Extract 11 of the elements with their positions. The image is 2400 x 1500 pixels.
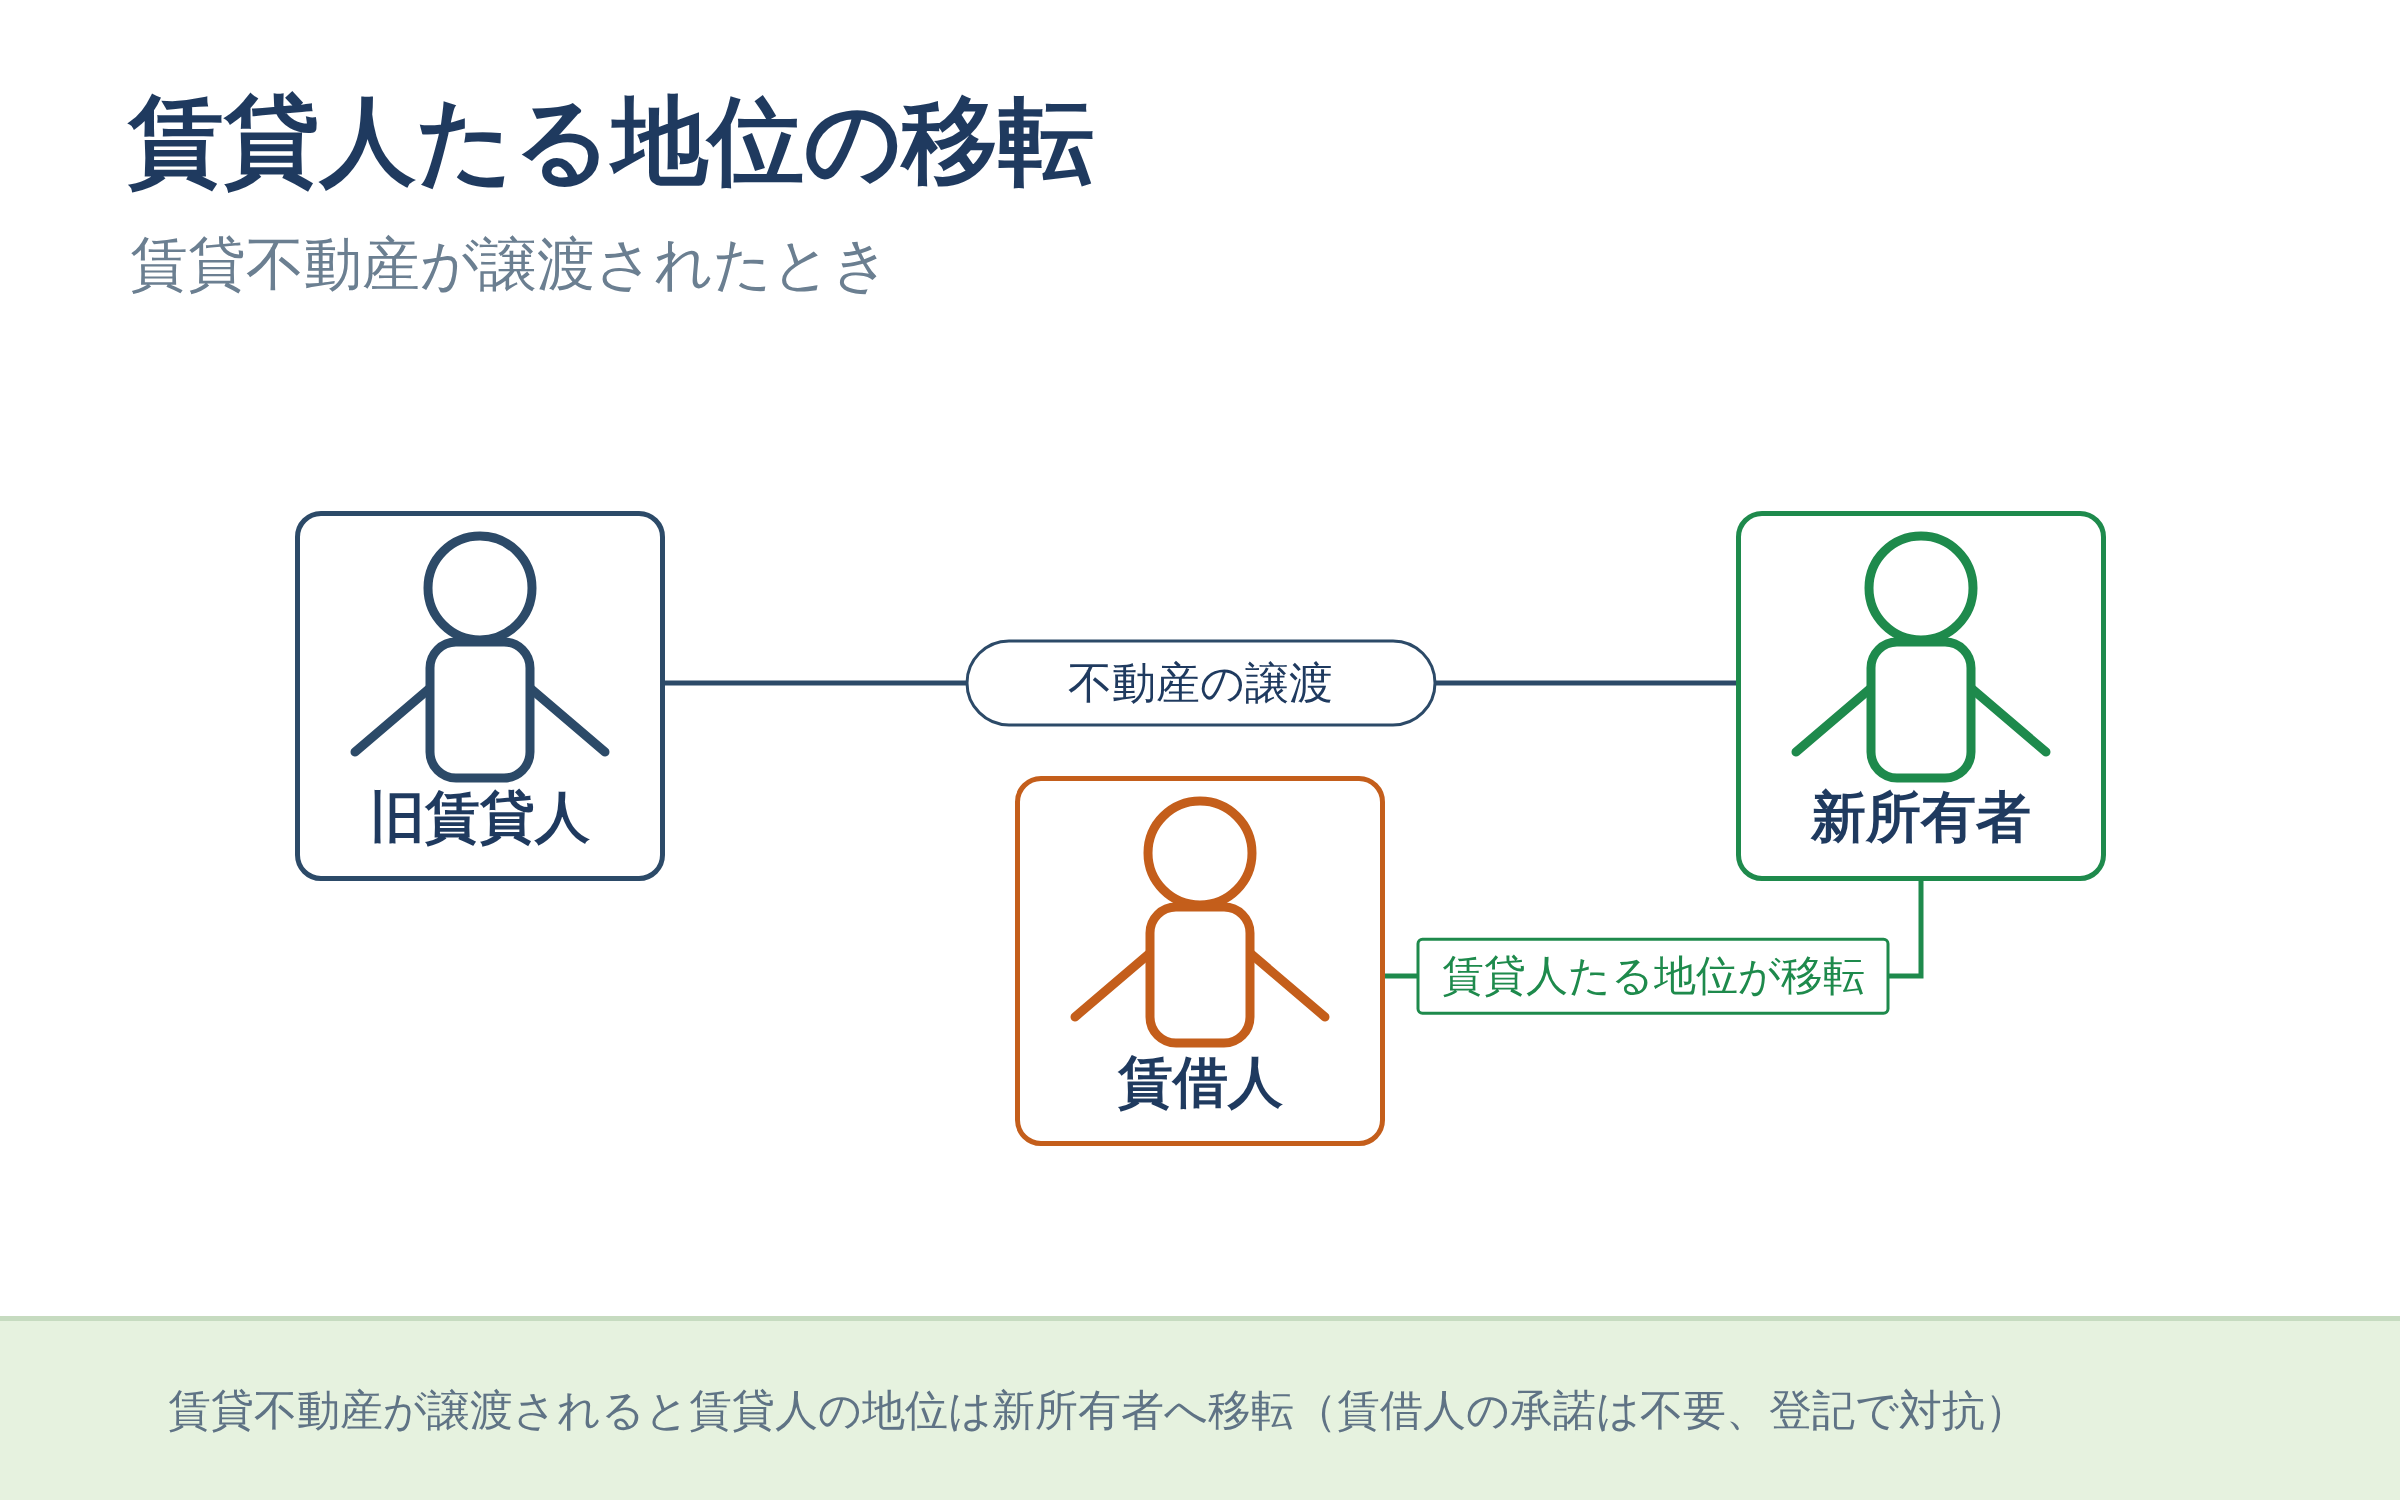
role-label: 旧賃貸人 [370, 786, 590, 850]
person-card [1736, 511, 2106, 881]
role-label: 新所有者 [1811, 786, 2031, 850]
person-card [1015, 776, 1385, 1146]
role-label: 賃借人 [1117, 1051, 1283, 1115]
title: 賃貸人たる地位の移転 [128, 86, 1094, 197]
edge-label: 賃貸人たる地位が移転 [1416, 937, 1890, 1015]
footer-band: 賃貸不動産が譲渡されると賃貸人の地位は新所有者へ移転（賃借人の承諾は不要、登記で対抗） [0, 1316, 2400, 1500]
subtitle: 賃貸不動産が譲渡されたとき [130, 230, 890, 300]
person-card [295, 511, 665, 881]
edge-label: 不動産の譲渡 [965, 639, 1436, 727]
